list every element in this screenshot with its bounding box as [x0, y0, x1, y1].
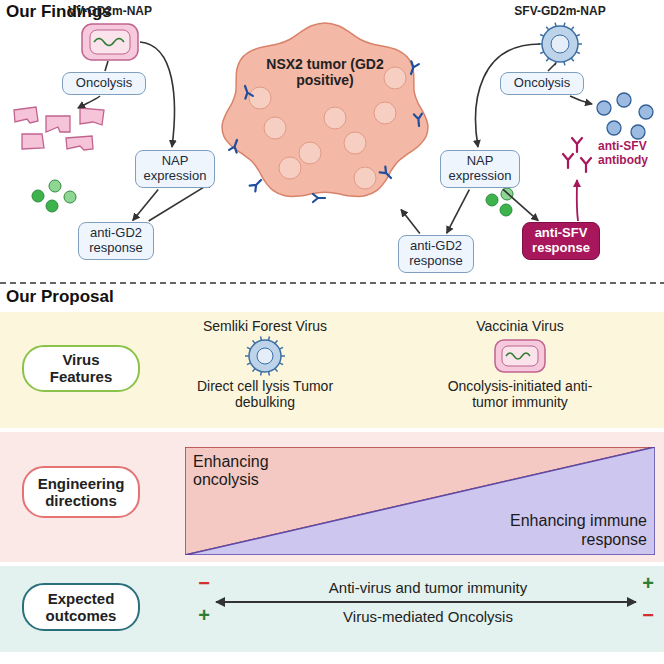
outcomes-band — [0, 566, 664, 652]
response-box: anti-GD2 response — [78, 222, 154, 260]
process-box: NAP expression — [440, 150, 520, 188]
sign: + — [194, 604, 214, 627]
direction-text: Enhancing immune response — [497, 512, 647, 549]
features-band — [0, 312, 664, 428]
connector-arrow — [447, 190, 470, 234]
connector-arrow — [503, 189, 538, 220]
process-box: Oncolysis — [62, 72, 146, 95]
virus-line — [548, 63, 556, 71]
divider — [0, 282, 664, 284]
row-label-text: Expected outcomes — [32, 590, 130, 625]
row-label-text: Virus Features — [32, 351, 130, 386]
tumor-label: NSX2 tumor (GD2 positive) — [265, 56, 385, 88]
section-heading: Our Proposal — [6, 287, 206, 307]
triangle-shape — [185, 447, 655, 555]
row-label-text: Engineering directions — [32, 475, 130, 510]
engineering-band — [0, 432, 664, 562]
virus-name: VV-GD2m-NAP — [50, 5, 170, 19]
expression-arrow — [140, 42, 174, 147]
oncolysis-arrow — [570, 96, 592, 104]
outcome-text: Virus-mediated Oncolysis — [278, 608, 578, 625]
box-text: NAP expression — [141, 154, 209, 184]
box-text: Oncolysis — [506, 76, 578, 91]
process-box: Oncolysis — [500, 72, 584, 95]
antibody-label: anti-SFV antibody — [598, 140, 662, 168]
box-text: anti-GD2 response — [404, 239, 468, 269]
triangle-shape — [185, 447, 655, 555]
box-text: anti-SFV response — [528, 226, 594, 256]
sign: − — [638, 604, 658, 627]
response-box: anti-GD2 response — [398, 235, 474, 273]
vaccinia-icon — [495, 340, 545, 372]
expression-arrow — [476, 44, 540, 147]
antibody-arrow — [577, 180, 578, 221]
sign: + — [638, 572, 658, 595]
sfv-icon — [245, 337, 285, 376]
outcome-arrow — [216, 601, 636, 603]
tumor: NSX2 tumor (GD2 positive) — [215, 18, 435, 208]
sfv-particles — [597, 93, 653, 139]
connector-arrow — [133, 189, 158, 220]
row-label: Expected outcomes — [22, 583, 140, 631]
column-heading: Vaccinia Virus — [420, 318, 620, 334]
process-box: NAP expression — [135, 150, 215, 188]
tumor-shape — [215, 18, 435, 208]
direction-triangle: Enhancing immune response — [185, 447, 655, 555]
sfv-icon — [538, 23, 582, 66]
outcome-text: Anti-virus and tumor immunity — [278, 579, 578, 596]
direction-text: Enhancing oncolysis — [193, 453, 323, 490]
box-text: NAP expression — [446, 154, 514, 184]
feature-text: Oncolysis-initiated anti-tumor immunity — [430, 378, 610, 410]
connector-arrow — [401, 210, 420, 234]
box-text: Oncolysis — [68, 76, 140, 91]
oncolysis-arrow — [78, 96, 100, 108]
lysed-cells — [14, 107, 104, 150]
box-text: anti-GD2 response — [84, 226, 148, 256]
response-box: anti-SFV response — [522, 222, 600, 260]
column-heading: Semliki Forest Virus — [165, 318, 365, 334]
feature-text: Direct cell lysis Tumor debulking — [190, 378, 340, 410]
direction-triangle: Enhancing oncolysis — [185, 447, 655, 555]
row-label: Engineering directions — [22, 466, 140, 518]
sign: − — [194, 572, 214, 595]
virus-name: SFV-GD2m-NAP — [500, 5, 620, 19]
virus-line — [105, 61, 108, 71]
anti-sfv-antibodies — [563, 138, 591, 172]
row-label: Virus Features — [22, 345, 140, 392]
vaccinia-icon — [82, 24, 138, 60]
